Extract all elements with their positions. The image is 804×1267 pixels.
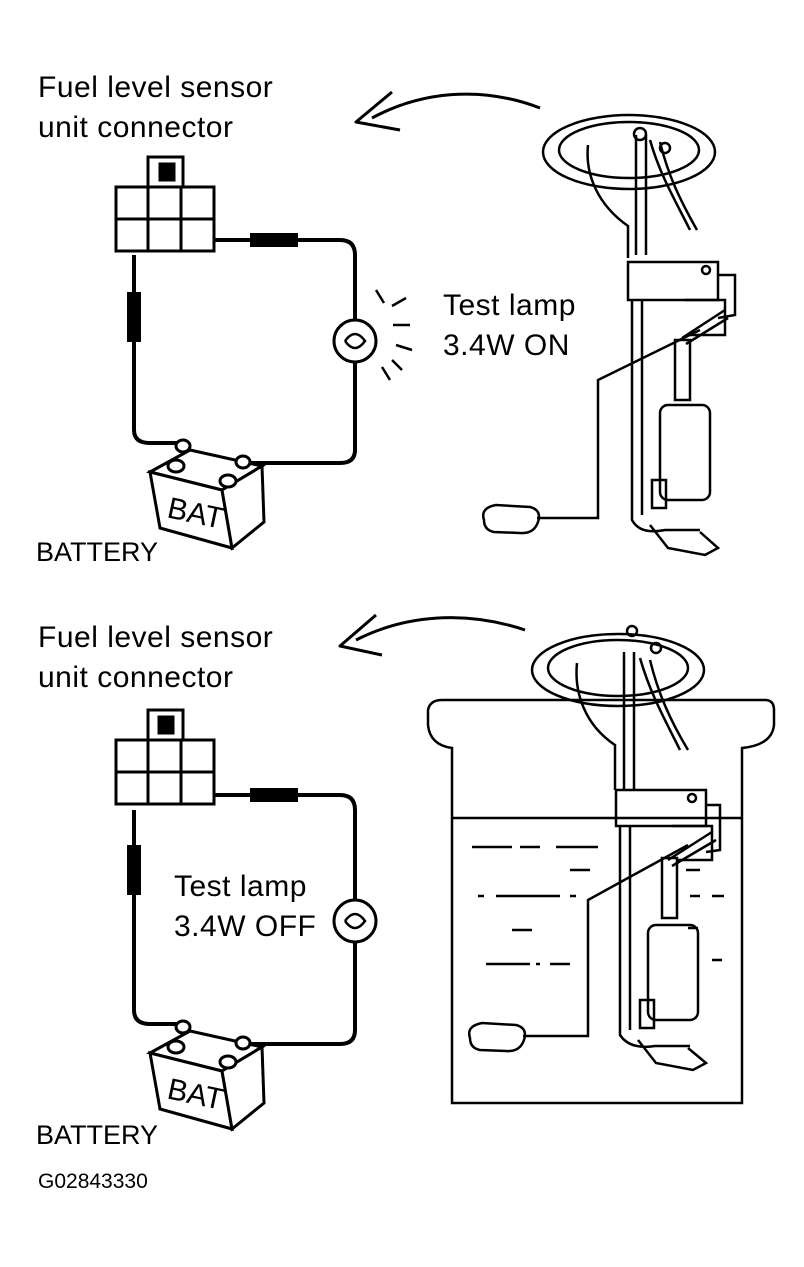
lamp-glow-icon xyxy=(374,289,413,381)
battery-label: BATTERY xyxy=(36,1120,159,1150)
wire-sleeve xyxy=(127,845,141,895)
bottom-diagram: BAT xyxy=(114,613,776,1132)
battery-label: BATTERY xyxy=(36,537,159,567)
lamp-label-line2: 3.4W OFF xyxy=(174,910,317,943)
top-panel: BAT xyxy=(0,0,804,567)
fuel-pump-assembly xyxy=(530,624,722,1072)
connector-label-line1: Fuel level sensor xyxy=(38,621,274,654)
connector-label-line1: Fuel level sensor xyxy=(38,71,274,104)
battery-icon: BAT xyxy=(145,1019,266,1132)
arrow-icon xyxy=(354,90,541,132)
arrow-icon xyxy=(338,613,526,657)
top-diagram: BAT xyxy=(114,90,737,557)
connector-icon xyxy=(114,708,216,806)
wire-sleeve xyxy=(127,292,141,342)
connector-label-line2: unit connector xyxy=(38,111,234,144)
test-lamp-icon xyxy=(332,898,378,944)
lamp-label-line2: 3.4W ON xyxy=(443,329,570,362)
figure-id: G02843330 xyxy=(38,1170,148,1193)
float-icon xyxy=(482,328,701,535)
fuel-pump-assembly xyxy=(541,113,737,557)
lamp-label-line1: Test lamp xyxy=(174,870,307,903)
float-icon xyxy=(468,843,689,1053)
connector-label-line2: unit connector xyxy=(38,661,234,694)
lamp-label-line1: Test lamp xyxy=(443,289,576,322)
test-lamp-icon xyxy=(332,318,378,364)
battery-icon: BAT xyxy=(145,438,266,551)
connector-icon xyxy=(114,155,216,253)
wire-sleeve xyxy=(250,788,298,802)
bottom-panel: BAT xyxy=(0,560,804,1150)
circuit-wire xyxy=(132,238,357,465)
circuit-wire xyxy=(132,793,357,1046)
fuel-level-lines xyxy=(472,845,724,966)
fuel-tank-icon xyxy=(426,698,776,1105)
wire-sleeve xyxy=(250,233,298,247)
